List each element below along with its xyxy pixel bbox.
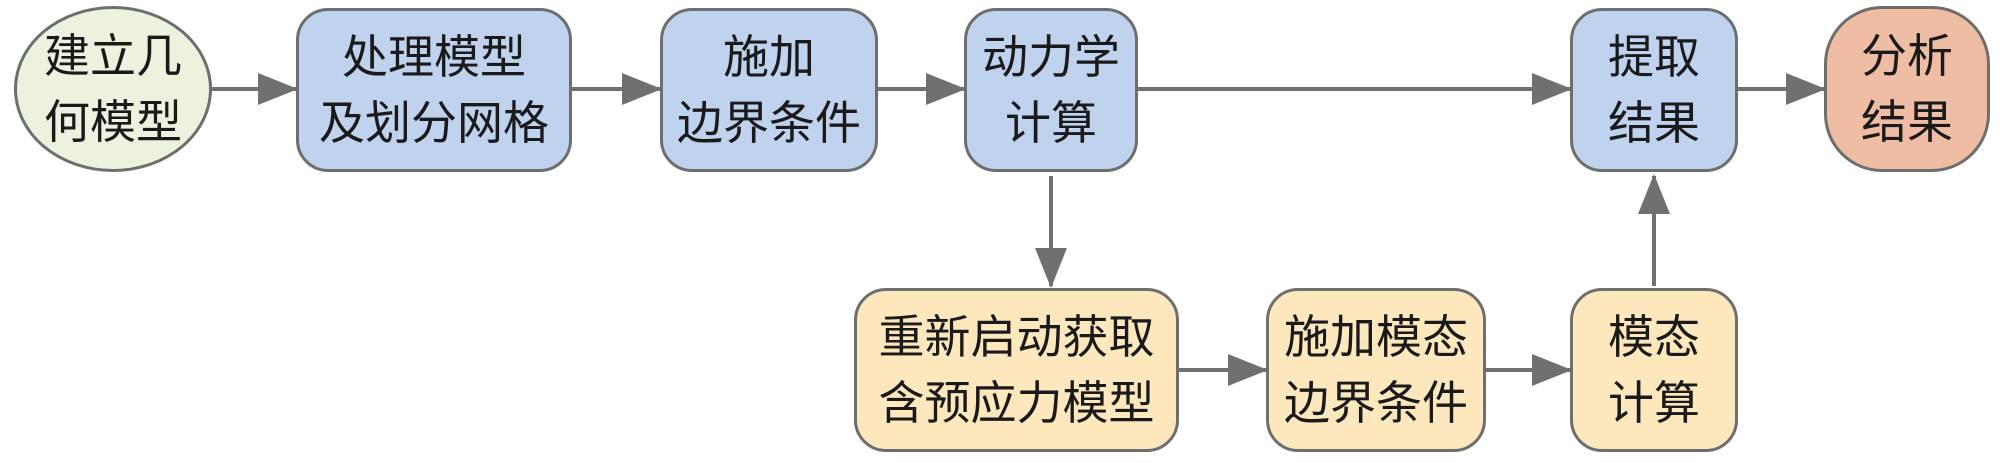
node-apply-boundary-line-1: 施加 <box>723 30 815 84</box>
node-restart-prestress: 重新启动获取 含预应力模型 <box>854 288 1179 452</box>
node-build-geometry-line-2: 何模型 <box>44 95 182 149</box>
node-modal-calc-line-2: 计算 <box>1608 376 1700 430</box>
node-restart-prestress-line-2: 含预应力模型 <box>878 376 1155 430</box>
node-dynamics-calc-line-1: 动力学 <box>982 30 1120 84</box>
node-process-model-mesh-line-2: 及划分网格 <box>319 96 549 150</box>
node-analyze-results-line-2: 结果 <box>1861 95 1953 149</box>
node-build-geometry-line-1: 建立几 <box>44 29 182 83</box>
node-extract-results-line-2: 结果 <box>1608 96 1700 150</box>
node-modal-calc-line-1: 模态 <box>1608 310 1700 364</box>
node-process-model-mesh-line-1: 处理模型 <box>342 30 526 84</box>
node-modal-boundary: 施加模态 边界条件 <box>1266 288 1486 452</box>
node-modal-calc: 模态 计算 <box>1570 288 1738 452</box>
node-restart-prestress-line-1: 重新启动获取 <box>878 310 1155 364</box>
node-process-model-mesh: 处理模型 及划分网格 <box>296 8 572 172</box>
node-analyze-results-line-1: 分析 <box>1861 29 1953 83</box>
node-apply-boundary-line-2: 边界条件 <box>677 96 861 150</box>
node-analyze-results: 分析 结果 <box>1824 6 1990 172</box>
node-build-geometry: 建立几 何模型 <box>14 6 212 172</box>
node-modal-boundary-line-2: 边界条件 <box>1284 376 1468 430</box>
node-extract-results: 提取 结果 <box>1570 8 1738 172</box>
node-apply-boundary: 施加 边界条件 <box>660 8 878 172</box>
node-modal-boundary-line-1: 施加模态 <box>1284 310 1468 364</box>
node-dynamics-calc: 动力学 计算 <box>964 8 1138 172</box>
node-dynamics-calc-line-2: 计算 <box>1005 96 1097 150</box>
node-extract-results-line-1: 提取 <box>1608 30 1700 84</box>
